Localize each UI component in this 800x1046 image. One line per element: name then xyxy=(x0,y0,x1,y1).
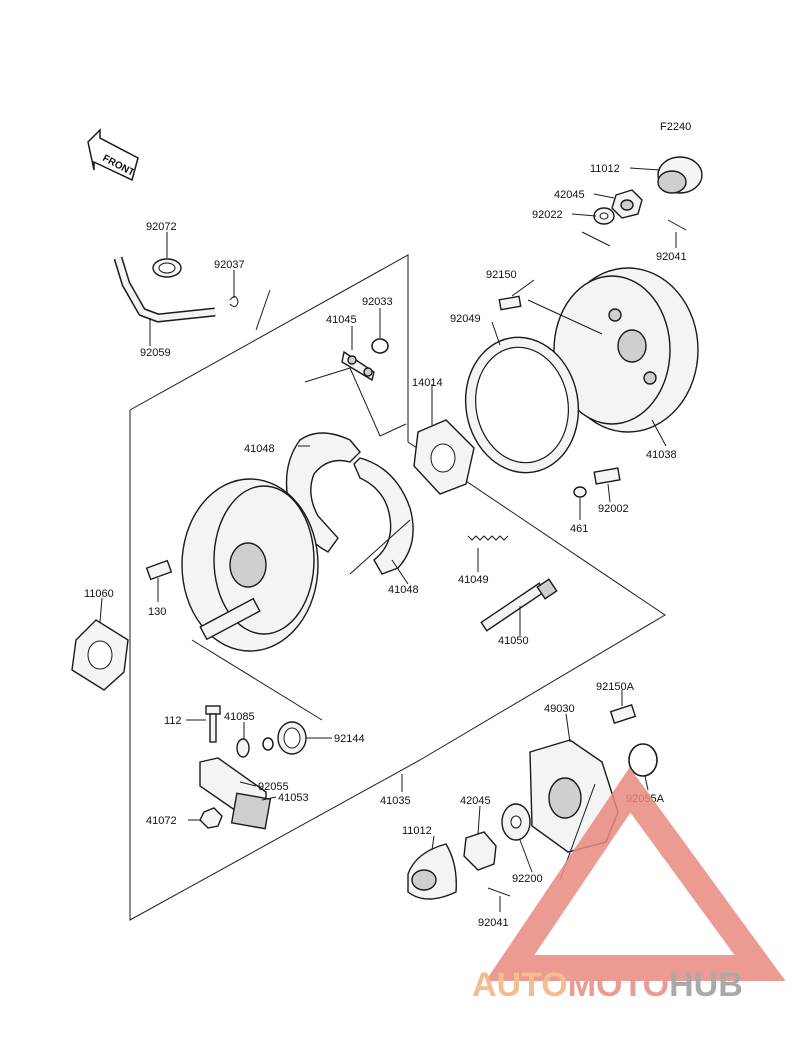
washer-461 xyxy=(573,486,587,498)
label-92072: 92072 xyxy=(146,221,177,233)
gasket-14014 xyxy=(413,419,475,495)
label-41035: 41035 xyxy=(380,795,411,807)
label-92200: 92200 xyxy=(512,873,543,885)
svg-text:AUTOMOTOHUB: AUTOMOTOHUB xyxy=(472,966,743,1004)
label-41053: 41053 xyxy=(278,792,309,804)
label-130: 130 xyxy=(148,606,166,618)
label-14014: 14014 xyxy=(412,377,443,389)
label-92150: 92150 xyxy=(486,269,517,281)
bolt-92002 xyxy=(593,467,621,485)
label-41049: 41049 xyxy=(458,574,489,586)
link-41045 xyxy=(341,350,375,382)
label-41050: 41050 xyxy=(498,635,529,647)
label-49030: 49030 xyxy=(544,703,575,715)
seal-92049 xyxy=(464,336,580,474)
bolt-112 xyxy=(205,705,221,743)
label-41048-b: 41048 xyxy=(388,584,419,596)
lever-41053 xyxy=(199,757,272,830)
o-ring-92144-small xyxy=(262,737,274,751)
watermark-moto: MOTO xyxy=(568,966,669,1004)
label-41085: 41085 xyxy=(224,711,255,723)
clamp-92072 xyxy=(152,258,182,278)
assembly-frame xyxy=(129,254,666,921)
label-92022: 92022 xyxy=(532,209,563,221)
brake-shoe-41048-b xyxy=(353,457,414,575)
label-11012-top: 11012 xyxy=(590,163,620,175)
front-arrow-icon: FRONT xyxy=(87,128,139,182)
cap-11012-bottom xyxy=(407,843,457,900)
label-42045-bottom: 42045 xyxy=(460,795,491,807)
label-92059: 92059 xyxy=(140,347,171,359)
label-41038: 41038 xyxy=(646,449,677,461)
figure-code: F2240 xyxy=(660,121,691,133)
nut-41072 xyxy=(199,807,223,829)
label-92049: 92049 xyxy=(450,313,481,325)
label-92144: 92144 xyxy=(334,733,365,745)
hose-92059 xyxy=(113,256,216,323)
washer-41085 xyxy=(236,738,250,758)
gasket-11060 xyxy=(71,619,129,691)
label-92150A: 92150A xyxy=(596,681,635,693)
label-42045-top: 42045 xyxy=(554,189,585,201)
camshaft-41050 xyxy=(480,578,558,632)
bolt-92150A xyxy=(609,704,637,724)
cap-11012-top xyxy=(657,156,703,194)
label-41045: 41045 xyxy=(326,314,357,326)
spring-41049 xyxy=(467,535,509,541)
label-11012-bottom: 11012 xyxy=(402,825,432,837)
part-labels: 11012 42045 92022 92041 92150 92049 1401… xyxy=(84,163,687,929)
label-92002: 92002 xyxy=(598,503,629,515)
nut-42045-top xyxy=(611,189,643,219)
label-11060: 11060 xyxy=(84,588,114,600)
label-41072: 41072 xyxy=(146,815,177,827)
brake-drum-41038 xyxy=(553,267,699,433)
label-41048-a: 41048 xyxy=(244,443,275,455)
o-ring-92055A xyxy=(628,743,658,777)
brake-panel xyxy=(181,478,319,652)
label-112: 112 xyxy=(164,715,182,727)
clip-92037 xyxy=(229,296,239,308)
watermark-hub: HUB xyxy=(669,966,743,1004)
watermark-auto: AUTO xyxy=(472,966,568,1004)
bolt-130 xyxy=(145,559,173,581)
leader-lines xyxy=(99,167,677,912)
cotter-pin-92041-top xyxy=(667,219,687,231)
bolt-92150 xyxy=(498,295,522,311)
nut-42045-bottom xyxy=(463,831,497,871)
label-92041-bottom: 92041 xyxy=(478,917,509,929)
snap-ring-92033 xyxy=(371,338,389,354)
washer-92022 xyxy=(593,207,615,225)
label-92055: 92055 xyxy=(258,781,289,793)
label-92033: 92033 xyxy=(362,296,393,308)
spring-92144 xyxy=(277,721,307,755)
label-92037: 92037 xyxy=(214,259,245,271)
cotter-pin-92041-bottom xyxy=(487,887,511,897)
label-92041-top: 92041 xyxy=(656,251,687,263)
watermark-logo: AUTOMOTOHUB xyxy=(472,767,786,1004)
washer-92200 xyxy=(501,803,531,841)
label-461: 461 xyxy=(570,523,588,535)
